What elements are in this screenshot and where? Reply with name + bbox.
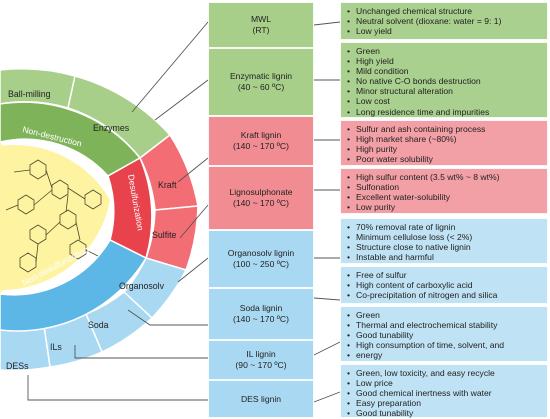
method-name: IL lignin	[246, 349, 276, 359]
property-item: Mild condition	[347, 66, 543, 76]
method-name: Organosolv lignin	[227, 248, 295, 258]
property-item: Unchanged chemical structure	[347, 6, 543, 16]
method-name: Kraft lignin	[240, 130, 282, 140]
method-condition: (RT)	[252, 25, 270, 35]
props-box-il-lignin: Green Thermal and electrochemical stabil…	[340, 306, 548, 362]
props-box-des-lignin: Green, low toxicity, and easy recycle Lo…	[340, 364, 548, 419]
property-item: Low yield	[347, 26, 543, 36]
method-condition: (140 ~ 170 ºC)	[233, 198, 289, 208]
props-box-mwl: Unchanged chemical structure Neutral sol…	[340, 2, 548, 40]
method-name: MWL	[250, 14, 272, 24]
props-box-enzymatic-lignin: Green High yield Mild condition No nativ…	[340, 42, 548, 118]
method-condition: (90 ~ 170 ºC)	[235, 360, 287, 370]
method-box-soda-lignin: Soda lignin(140 ~ 170 ºC)	[208, 288, 314, 340]
props-box-organosolv-lignin: 70% removal rate of lignin Minimum cellu…	[340, 218, 548, 264]
method-box-des-lignin: DES lignin	[208, 380, 314, 418]
connector-lines	[27, 21, 341, 403]
property-item: Minimum cellulose loss (< 2%)	[347, 232, 543, 242]
method-name: DES lignin	[240, 393, 282, 404]
property-item: High content of carboxylic acid	[347, 280, 543, 290]
property-item: Good tunability	[347, 408, 543, 418]
property-item: Sulfur and ash containing process	[347, 124, 543, 134]
property-item: Poor water solubility	[347, 154, 543, 164]
property-item: Good tunability	[347, 330, 543, 340]
property-item: Sulfonation	[347, 182, 543, 192]
method-box-organosolv-lignin: Organosolv lignin(100 ~ 250 ºC)	[208, 230, 314, 288]
property-item: Low price	[347, 378, 543, 388]
property-item: Instable and harmful	[347, 252, 543, 262]
property-item: Excellent water-solubility	[347, 192, 543, 202]
inner-segment-non-desulfurization	[0, 239, 148, 332]
lignin-structure-icon	[5, 159, 102, 273]
method-box-kraft-lignin: Kraft lignin(140 ~ 170 ºC)	[208, 116, 314, 166]
props-box-soda-lignin: Free of sulfur High content of carboxyli…	[340, 266, 548, 304]
method-name: Lignosulphonate	[229, 187, 293, 197]
property-item: High yield	[347, 56, 543, 66]
label-ball-milling: Ball-milling	[8, 89, 51, 99]
property-item: Free of sulfur	[347, 270, 543, 280]
method-name: Enzymatic lignin	[229, 71, 293, 81]
label-organosolv: Organosolv	[119, 281, 165, 291]
property-item: Neutral solvent (dioxane: water = 9: 1)	[347, 16, 543, 26]
label-ils: ILs	[50, 342, 62, 352]
label-dess: DESs	[6, 361, 29, 371]
property-item: Minor structural alteration	[347, 86, 543, 96]
property-item: High consumption of time, solvent, and	[347, 340, 543, 350]
method-name: Soda lignin	[239, 303, 283, 313]
property-item: 70% removal rate of lignin	[347, 222, 543, 232]
property-item: Easy preparation	[347, 398, 543, 408]
props-box-kraft-lignin: Sulfur and ash containing process High m…	[340, 120, 548, 166]
method-condition: (140 ~ 170 ºC)	[233, 314, 289, 324]
property-item: No native C-O bonds destruction	[347, 76, 543, 86]
property-item: High purity	[347, 144, 543, 154]
method-condition: (140 ~ 170 ºC)	[233, 141, 289, 151]
property-item: energy	[347, 350, 543, 360]
method-box-enzymatic-lignin: Enzymatic lignin(40 ~ 60 ºC)	[208, 48, 314, 116]
property-item: Structure close to native lignin	[347, 242, 543, 252]
label-kraft: Kraft	[158, 180, 177, 190]
method-condition: (100 ~ 250 ºC)	[233, 259, 289, 269]
props-box-lignosulphonate: High sulfur content (3.5 wt% ~ 8 wt%) Su…	[340, 168, 548, 214]
method-box-lignosulphonate: Lignosulphonate(140 ~ 170 ºC)	[208, 166, 314, 230]
label-enzymes: Enzymes	[93, 123, 130, 133]
method-box-mwl: MWL(RT)	[208, 2, 314, 48]
property-item: Co-precipitation of nitrogen and silica	[347, 290, 543, 300]
label-soda: Soda	[88, 320, 109, 330]
label-sulfite: Sulfite	[152, 230, 177, 240]
property-item: Green	[347, 46, 543, 56]
property-item: Low purity	[347, 202, 543, 212]
property-item: High sulfur content (3.5 wt% ~ 8 wt%)	[347, 172, 543, 182]
property-item: Long residence time and impurities	[347, 107, 543, 117]
property-item: Green, low toxicity, and easy recycle	[347, 368, 543, 378]
property-item: Low cost	[347, 96, 543, 106]
method-condition: (40 ~ 60 ºC)	[237, 82, 285, 92]
method-box-il-lignin: IL lignin(90 ~ 170 ºC)	[208, 340, 314, 380]
property-item: Good chemical inertness with water	[347, 388, 543, 398]
property-item: Green	[347, 310, 543, 320]
property-item: Thermal and electrochemical stability	[347, 320, 543, 330]
property-item: High market share (~80%)	[347, 134, 543, 144]
